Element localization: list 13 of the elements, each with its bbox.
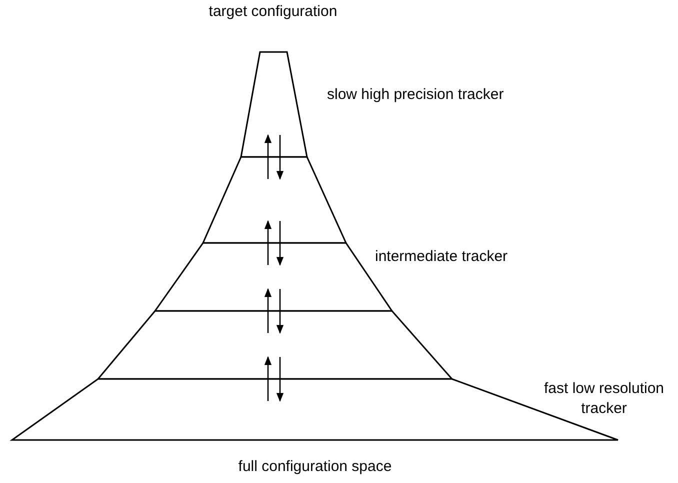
- arrow: [276, 357, 284, 402]
- arrow: [264, 220, 272, 265]
- arrow: [264, 356, 272, 401]
- arrow: [264, 288, 272, 333]
- layer-caption: fast low resolution tracker: [542, 379, 666, 419]
- layer-caption: intermediate tracker: [375, 247, 509, 267]
- arrow: [276, 289, 284, 334]
- layer-caption: target configuration: [208, 2, 338, 22]
- layer-caption: full configuration space: [237, 457, 393, 477]
- arrow: [276, 221, 284, 266]
- layer-caption: slow high precision tracker: [327, 85, 505, 105]
- arrow: [276, 135, 284, 180]
- arrow: [264, 134, 272, 179]
